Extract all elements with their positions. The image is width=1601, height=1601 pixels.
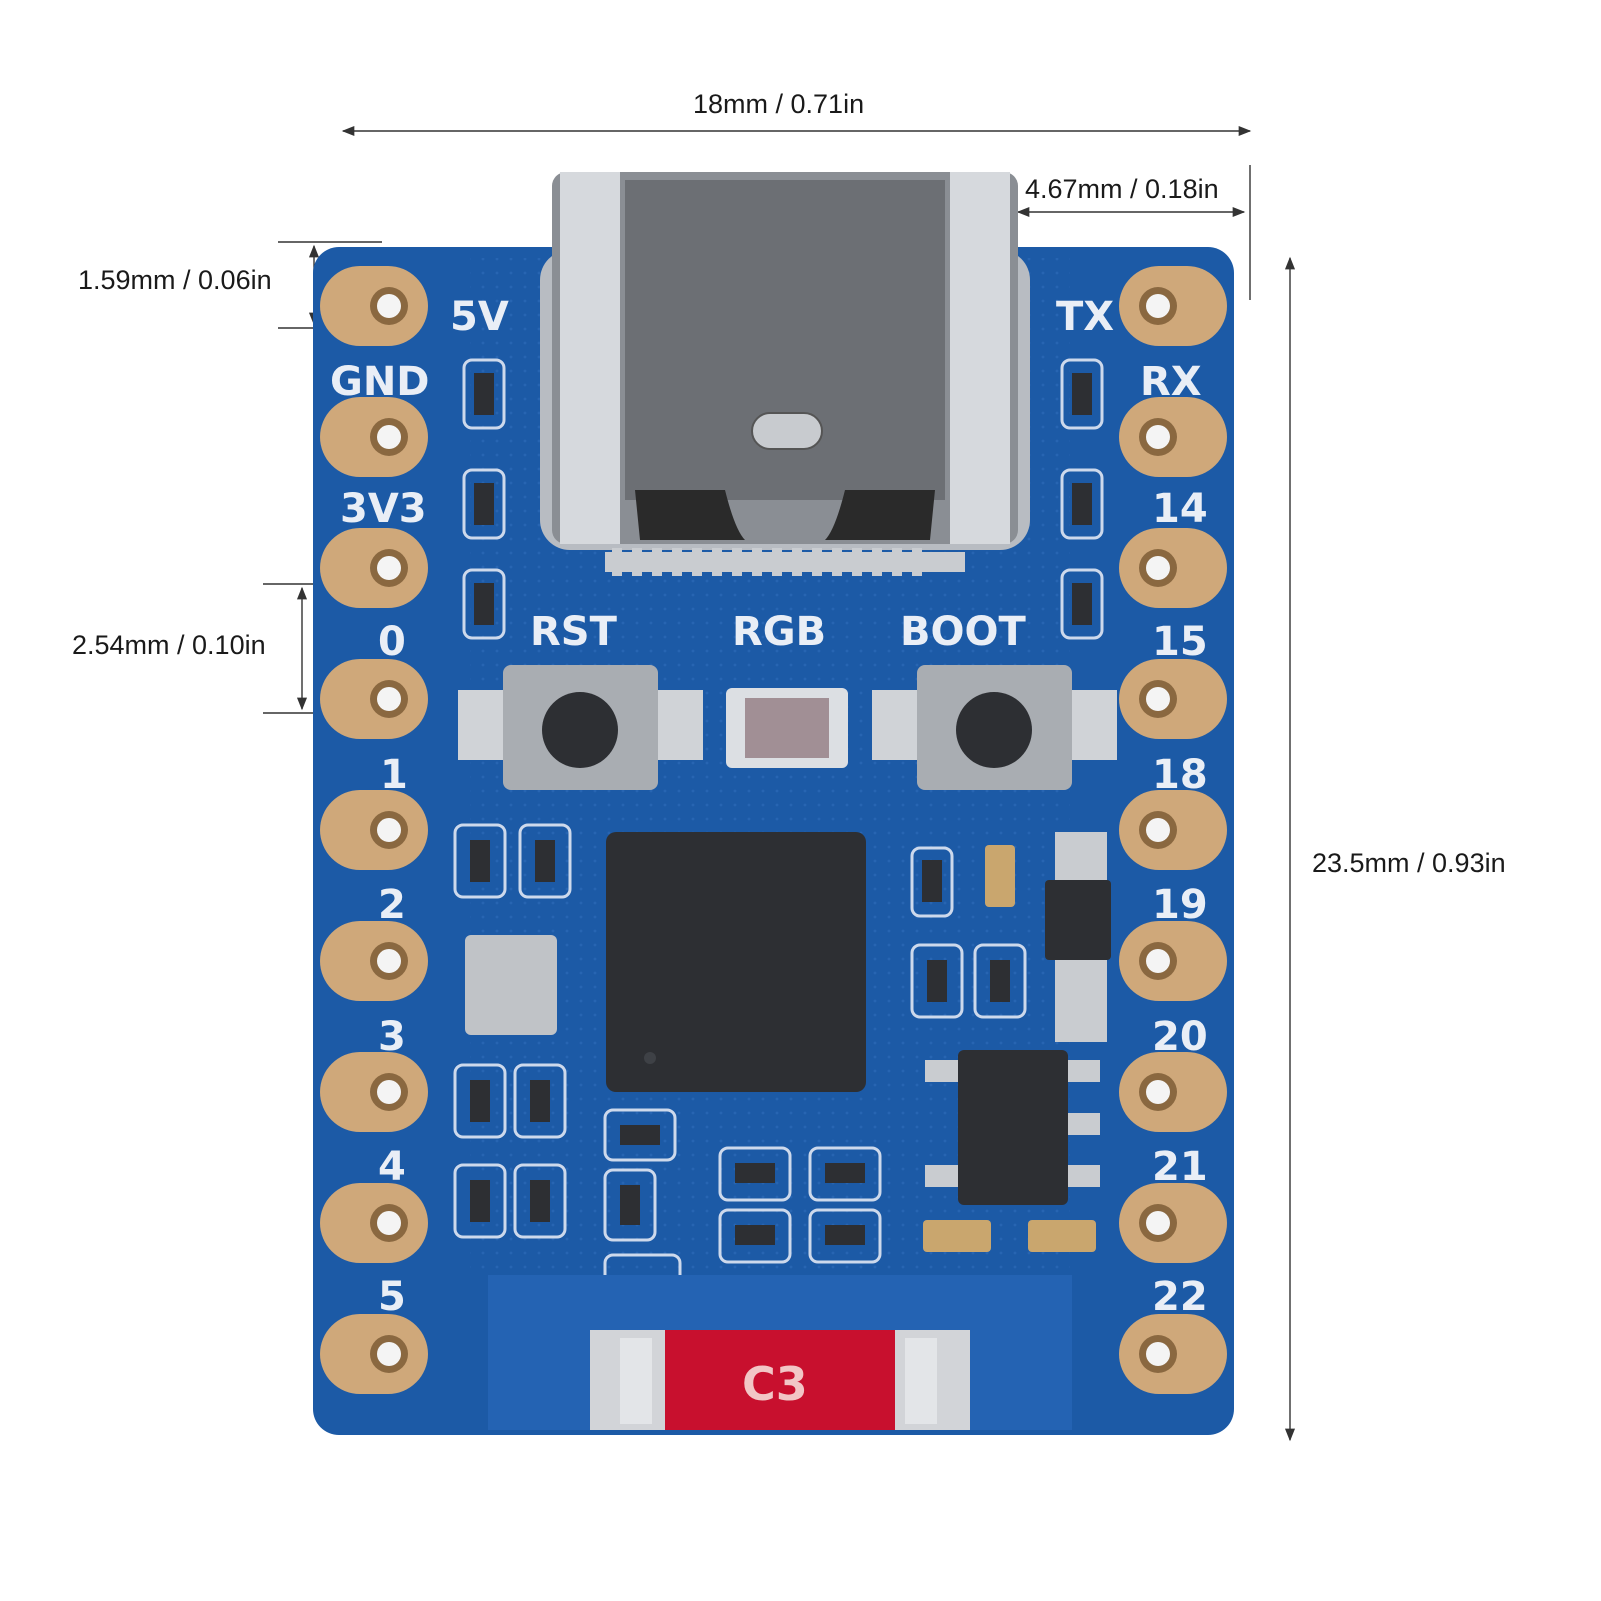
rgb-led-label: RGB: [732, 609, 826, 655]
pin-label-tx: TX: [1056, 294, 1114, 340]
reset-button-label: RST: [530, 609, 618, 655]
edge-offset-dimension-label: 1.59mm / 0.06in: [78, 265, 272, 295]
antenna: C3: [488, 1275, 1072, 1430]
usb-c-connector: [540, 172, 1030, 572]
left-pad-column: [320, 266, 428, 1394]
width-dimension-label: 18mm / 0.71in: [693, 89, 865, 119]
connector-pins: [612, 548, 922, 576]
usb-offset-dimension-label: 4.67mm / 0.18in: [1025, 174, 1219, 204]
antenna-label: C3: [742, 1357, 808, 1411]
pin-label-gnd: GND: [330, 359, 430, 405]
pin-pitch-dimension-label: 2.54mm / 0.10in: [72, 630, 266, 660]
pin-label-5: 5: [378, 1274, 406, 1320]
pin-label-3: 3: [378, 1014, 406, 1060]
voltage-regulator: [925, 1050, 1100, 1205]
crystal: [465, 935, 557, 1035]
smd-component-fills: [470, 373, 1096, 1252]
rgb-led: [726, 688, 848, 768]
height-dimension-label: 23.5mm / 0.93in: [1312, 848, 1506, 878]
pin-label-4: 4: [378, 1144, 406, 1190]
pin-label-15: 15: [1152, 619, 1208, 665]
pin-label-1: 1: [380, 752, 408, 798]
pin-label-2: 2: [378, 882, 406, 928]
pin-label-20: 20: [1152, 1014, 1208, 1060]
pin-label-5v: 5V: [450, 294, 509, 340]
pin-label-0: 0: [378, 619, 406, 665]
pin-label-19: 19: [1152, 882, 1208, 928]
pin-label-14: 14: [1152, 486, 1208, 532]
pin-label-rx: RX: [1140, 359, 1202, 405]
right-pad-column: [1119, 266, 1227, 1394]
boot-button-label: BOOT: [900, 609, 1026, 655]
main-chip: [606, 832, 866, 1092]
reset-button[interactable]: [458, 665, 703, 790]
pin-label-21: 21: [1152, 1144, 1208, 1190]
smd-components: [453, 358, 1104, 1312]
boot-button[interactable]: [872, 665, 1117, 790]
pin-label-22: 22: [1152, 1274, 1208, 1320]
transistor: [1045, 832, 1111, 1042]
pin-label-18: 18: [1152, 752, 1208, 798]
pin-label-3v3: 3V3: [340, 486, 427, 532]
